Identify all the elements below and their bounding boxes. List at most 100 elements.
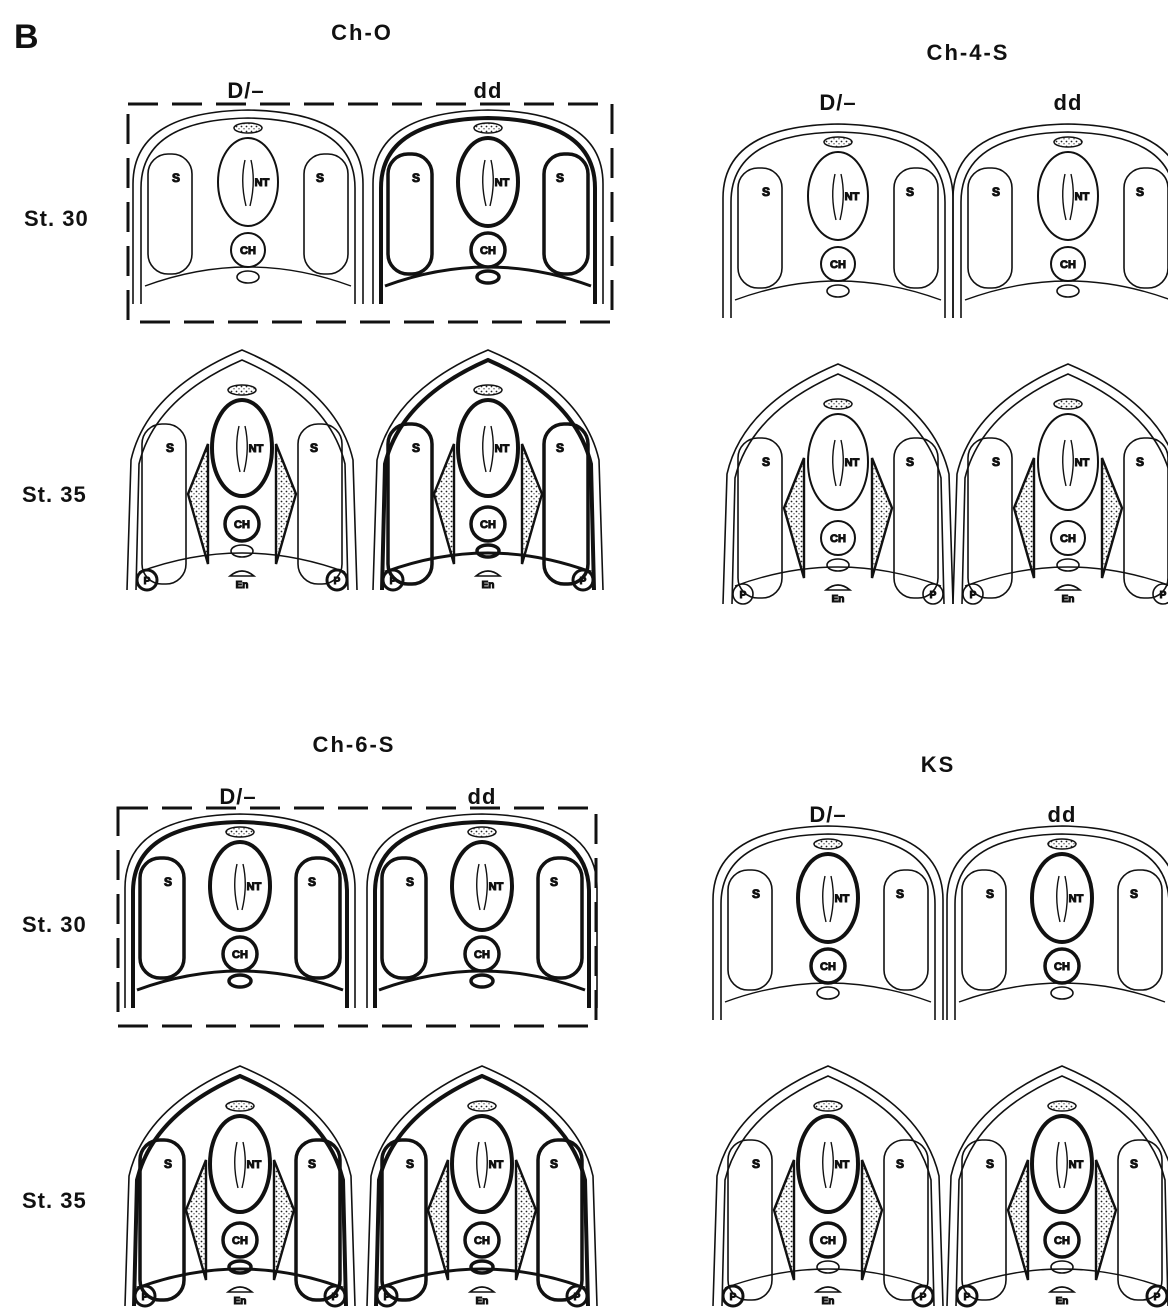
label-en: En bbox=[1056, 1296, 1069, 1307]
label-nt: NT bbox=[247, 881, 262, 893]
label-en: En bbox=[476, 1296, 489, 1307]
label-en: En bbox=[234, 1296, 247, 1307]
label-nt: NT bbox=[1075, 191, 1090, 203]
label-ch: CH bbox=[232, 949, 248, 961]
label-somite: S bbox=[172, 171, 180, 185]
label-ch: CH bbox=[480, 245, 496, 257]
cross-section-ch6s-st30-dminus: NT S S CH bbox=[125, 814, 355, 1008]
label-nt: NT bbox=[835, 1159, 850, 1171]
label-p: P bbox=[574, 1292, 581, 1303]
label-somite: S bbox=[164, 875, 172, 889]
label-p: P bbox=[920, 1292, 927, 1303]
label-somite: S bbox=[308, 1157, 316, 1171]
label-somite: S bbox=[406, 875, 414, 889]
label-somite: S bbox=[308, 875, 316, 889]
label-somite: S bbox=[550, 1157, 558, 1171]
dashed-box-ch6s-st30 bbox=[118, 808, 596, 1026]
label-ch: CH bbox=[1060, 533, 1076, 545]
label-nt: NT bbox=[489, 881, 504, 893]
dashed-box-ch0-st30 bbox=[128, 104, 612, 322]
label-somite: S bbox=[166, 441, 174, 455]
label-nt: NT bbox=[247, 1159, 262, 1171]
cross-section-ch4s-st30-dminus: NT S S CH bbox=[723, 124, 953, 318]
label-p: P bbox=[1154, 1292, 1161, 1303]
label-ch: CH bbox=[240, 245, 256, 257]
label-p: P bbox=[390, 576, 397, 587]
label-somite: S bbox=[762, 185, 770, 199]
label-ch: CH bbox=[820, 961, 836, 973]
label-en: En bbox=[236, 580, 249, 591]
label-somite: S bbox=[762, 455, 770, 469]
label-somite: S bbox=[556, 171, 564, 185]
label-ch: CH bbox=[232, 1235, 248, 1247]
cross-section-ch0-st30-dd: NT S S CH bbox=[373, 110, 603, 304]
cross-section-ch4s-st35-dminus: NT S S CH P P En bbox=[723, 364, 953, 605]
label-ch: CH bbox=[830, 259, 846, 271]
label-nt: NT bbox=[495, 443, 510, 455]
cross-section-ch4s-st35-dd: NT S S CH P P En bbox=[953, 364, 1168, 605]
label-en: En bbox=[1062, 594, 1075, 605]
label-somite: S bbox=[550, 875, 558, 889]
label-p: P bbox=[334, 576, 341, 587]
label-nt: NT bbox=[489, 1159, 504, 1171]
label-en: En bbox=[822, 1296, 835, 1307]
label-ch: CH bbox=[1054, 961, 1070, 973]
label-somite: S bbox=[412, 171, 420, 185]
label-somite: S bbox=[992, 185, 1000, 199]
label-p: P bbox=[1160, 590, 1167, 601]
label-nt: NT bbox=[835, 893, 850, 905]
label-p: P bbox=[964, 1292, 971, 1303]
label-somite: S bbox=[906, 185, 914, 199]
label-p: P bbox=[970, 590, 977, 601]
label-somite: S bbox=[412, 441, 420, 455]
label-nt: NT bbox=[495, 177, 510, 189]
label-p: P bbox=[384, 1292, 391, 1303]
label-somite: S bbox=[556, 441, 564, 455]
cross-section-ks-st30-dd: NT S S CH bbox=[947, 826, 1168, 1020]
label-nt: NT bbox=[845, 191, 860, 203]
label-en: En bbox=[482, 580, 495, 591]
label-nt: NT bbox=[255, 177, 270, 189]
label-somite: S bbox=[896, 1157, 904, 1171]
label-ch: CH bbox=[474, 1235, 490, 1247]
label-ch: CH bbox=[830, 533, 846, 545]
cross-section-ch0-st35-dminus: NTSSCHPPEn bbox=[127, 350, 357, 591]
label-nt: NT bbox=[1069, 1159, 1084, 1171]
label-ch: CH bbox=[1054, 1235, 1070, 1247]
label-ch: CH bbox=[1060, 259, 1076, 271]
label-ch: CH bbox=[820, 1235, 836, 1247]
label-p: P bbox=[142, 1292, 149, 1303]
label-somite: S bbox=[1136, 455, 1144, 469]
label-nt: NT bbox=[1075, 457, 1090, 469]
label-somite: S bbox=[906, 455, 914, 469]
label-ch: CH bbox=[234, 519, 250, 531]
label-somite: S bbox=[992, 455, 1000, 469]
cross-section-ch0-st35-dd: NT S S CH P P En bbox=[373, 350, 603, 591]
label-somite: S bbox=[406, 1157, 414, 1171]
cross-section-ks-st35-dminus: NT S S CH P P En bbox=[713, 1066, 943, 1307]
cross-section-ch4s-st30-dd: NT S S CH bbox=[953, 124, 1168, 318]
label-somite: S bbox=[986, 887, 994, 901]
label-p: P bbox=[730, 1292, 737, 1303]
label-somite: S bbox=[986, 1157, 994, 1171]
label-nt: NT bbox=[1069, 893, 1084, 905]
cross-section-ch6s-st35-dd: NT S S CH P P En bbox=[367, 1066, 597, 1307]
label-somite: S bbox=[1130, 887, 1138, 901]
label-ch: CH bbox=[480, 519, 496, 531]
label-somite: S bbox=[310, 441, 318, 455]
label-nt: NT bbox=[845, 457, 860, 469]
label-somite: S bbox=[1136, 185, 1144, 199]
label-somite: S bbox=[896, 887, 904, 901]
label-p: P bbox=[930, 590, 937, 601]
label-somite: S bbox=[752, 1157, 760, 1171]
label-nt: NT bbox=[249, 443, 264, 455]
label-p: P bbox=[580, 576, 587, 587]
label-en: En bbox=[832, 594, 845, 605]
label-p: P bbox=[332, 1292, 339, 1303]
label-p: P bbox=[740, 590, 747, 601]
